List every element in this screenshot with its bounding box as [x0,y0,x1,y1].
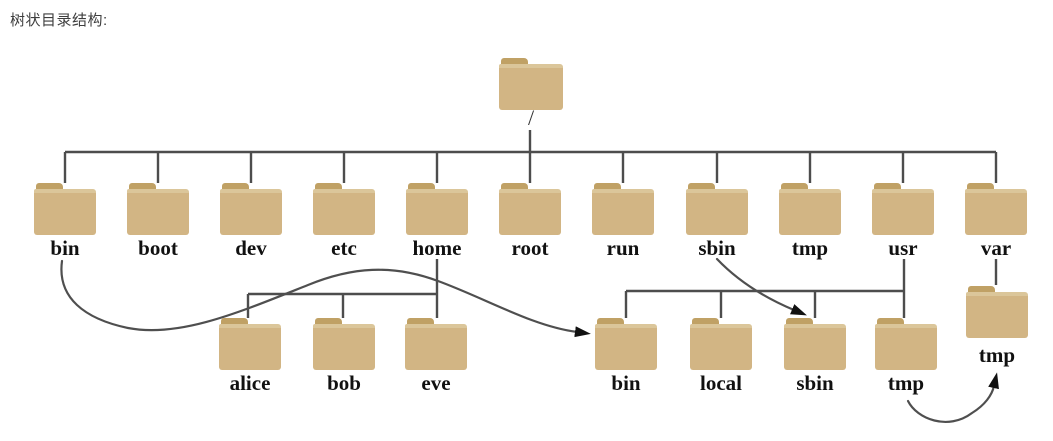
folder-tmp [779,183,841,235]
label-usr: usr [888,236,918,260]
folder-usr [872,183,934,235]
label-run: run [606,236,640,260]
folder-body-icon [405,324,467,370]
folder-usr-sbin [784,318,846,370]
folder-var [965,183,1027,235]
folder-body-icon [499,64,563,110]
folder-home-alice [219,318,281,370]
folder-run [592,183,654,235]
label-home-bob: bob [327,371,361,395]
folder-body-icon [219,324,281,370]
folder-body-icon [779,189,841,235]
folder-body-icon [127,189,189,235]
label-usr-local: local [700,371,742,395]
folder-body-icon [406,189,468,235]
label-var-tmp: tmp [978,343,1016,367]
folder-body-icon [34,189,96,235]
folder-sbin [686,183,748,235]
label-bin: bin [50,236,80,260]
folder-body-icon [595,324,657,370]
label-boot: boot [138,236,178,260]
folder-body-icon [220,189,282,235]
folder-home [406,183,468,235]
usr-subtree-lines [624,259,906,318]
label-root-slash: / [527,105,535,130]
label-var: var [980,236,1012,260]
folder-body-icon [872,189,934,235]
folder-body-icon [875,324,937,370]
label-sbin: sbin [698,236,736,260]
label-etc: etc [331,236,357,260]
folder-body-icon [965,189,1027,235]
folder-bin [34,183,96,235]
arrow-sbin-to-usr-sbin [715,257,807,316]
folder-home-eve [405,318,467,370]
page-title: 树状目录结构: [10,12,108,29]
folder-boot [127,183,189,235]
arrow-bin-to-usr-bin [60,259,591,338]
label-usr-bin: bin [611,371,641,395]
folder-body-icon [686,189,748,235]
folder-body-icon [499,189,561,235]
folder-root-slash [499,58,563,110]
label-usr-tmp: tmp [887,371,925,395]
folder-usr-tmp [875,318,937,370]
folder-body-icon [313,324,375,370]
folder-root-dir [499,183,561,235]
folder-body-icon [690,324,752,370]
folder-dev [220,183,282,235]
folder-usr-local [690,318,752,370]
label-home-eve: eve [421,371,451,395]
arrow-usr-tmp-to-var-tmp [906,372,999,423]
level1-bus-lines [63,150,998,183]
folder-usr-bin [595,318,657,370]
label-tmp: tmp [791,236,829,260]
folder-etc [313,183,375,235]
folder-home-bob [313,318,375,370]
label-usr-sbin: sbin [796,371,834,395]
folder-var-tmp [966,286,1028,338]
folder-body-icon [966,292,1028,338]
label-home-alice: alice [229,371,271,395]
folder-body-icon [592,189,654,235]
label-root-dir: root [511,236,549,260]
folder-body-icon [784,324,846,370]
label-home: home [412,236,462,260]
folder-body-icon [313,189,375,235]
home-subtree-lines [246,259,439,318]
label-dev: dev [235,236,267,260]
